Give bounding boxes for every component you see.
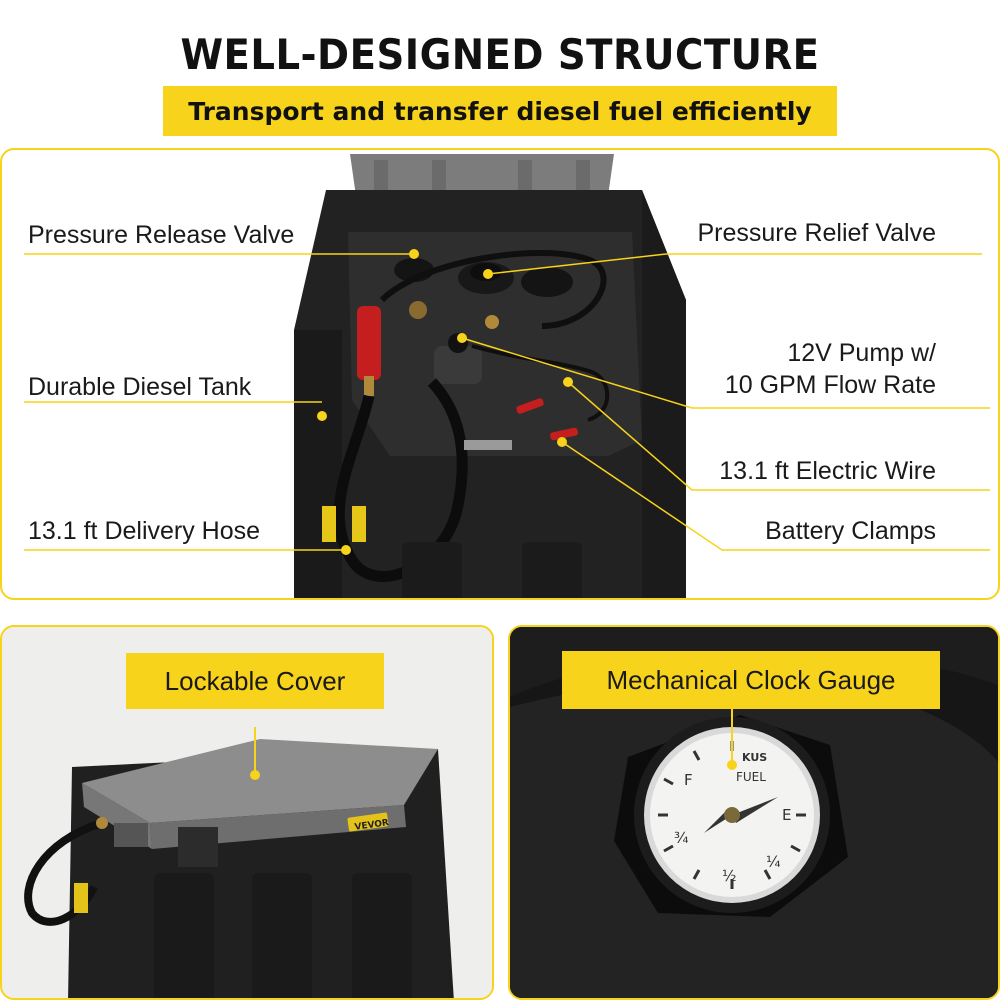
- callout-durable-diesel-tank: Durable Diesel Tank: [28, 373, 252, 401]
- gauge-mark-f: F: [684, 771, 693, 789]
- gauge-brand-text: KUS: [742, 751, 767, 764]
- lockable-cover-panel: VEVOR Lockable Cover: [0, 625, 494, 1000]
- gauge-mark-quarter: ¼: [766, 853, 781, 871]
- callout-electric-wire: 13.1 ft Electric Wire: [719, 457, 936, 485]
- callout-pressure-release-valve: Pressure Release Valve: [28, 221, 295, 249]
- structure-panel: Pressure Release Valve Durable Diesel Ta…: [0, 148, 1000, 600]
- callout-pump-line-2: 10 GPM Flow Rate: [724, 371, 936, 399]
- gauge-mark-three-quarter: ¾: [674, 829, 689, 847]
- subtitle-banner: Transport and transfer diesel fuel effic…: [163, 86, 837, 136]
- gauge-mark-e: E: [782, 806, 791, 824]
- page-title: WELL-DESIGNED STRUCTURE: [180, 30, 820, 79]
- callout-pressure-relief-valve: Pressure Relief Valve: [697, 219, 936, 247]
- callout-pump-line-1: 12V Pump w/: [787, 339, 936, 367]
- clock-gauge-panel: E ¼ ½ ¾ F FUEL KUS Mechanical Clock Gaug…: [508, 625, 1000, 1000]
- tank-illustration: [24, 154, 990, 598]
- gauge-mark-half: ½: [722, 867, 737, 885]
- clock-gauge-tag: Mechanical Clock Gauge: [562, 651, 940, 709]
- callout-delivery-hose: 13.1 ft Delivery Hose: [28, 517, 261, 545]
- brand-mark: VEVOR: [354, 818, 390, 833]
- lockable-cover-tag: Lockable Cover: [126, 653, 384, 709]
- tank-closed-illustration: VEVOR: [2, 627, 492, 998]
- callout-battery-clamps: Battery Clamps: [765, 517, 936, 545]
- gauge-fuel-text: FUEL: [736, 770, 766, 784]
